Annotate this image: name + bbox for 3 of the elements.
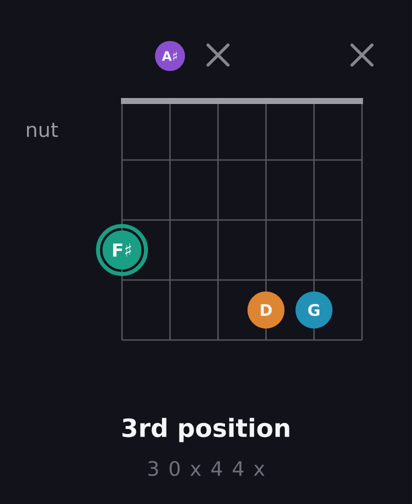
fingering-text: 3 0 x 4 4 x xyxy=(148,460,264,476)
title: 3rd position xyxy=(122,418,290,442)
nut-label: nut xyxy=(27,122,58,138)
